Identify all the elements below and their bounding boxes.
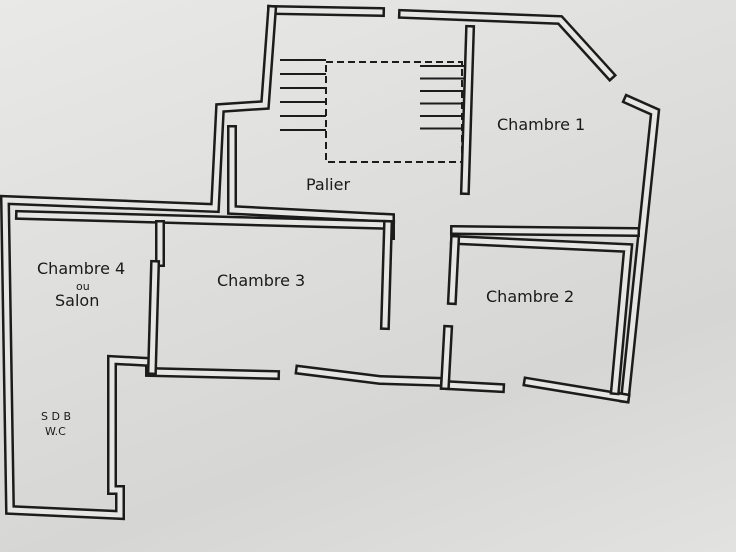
stair-opening: [325, 61, 463, 163]
room-label-chambre2: Chambre 2: [486, 287, 574, 306]
wall-segment: [297, 367, 448, 385]
staircase: [280, 59, 464, 163]
wall-segment: [149, 262, 158, 373]
wall-segment: [382, 222, 391, 328]
walls: [0, 4, 661, 521]
wall-segment: [442, 382, 503, 391]
room-label-wc: W.C: [45, 425, 66, 438]
room-label-palier: Palier: [306, 175, 350, 194]
wall-segment: [525, 379, 628, 401]
room-label-salon: Salon: [55, 291, 99, 310]
wall-segment: [17, 212, 393, 228]
wall-segment: [449, 237, 458, 303]
room-label-chambre1: Chambre 1: [497, 115, 585, 134]
room-label-sdb: S D B: [41, 410, 71, 423]
room-label-chambre3: Chambre 3: [217, 271, 305, 290]
wall-segment: [442, 327, 451, 388]
wall-segment: [462, 27, 473, 193]
wall-segment: [452, 227, 638, 235]
wall-segment: [622, 96, 658, 401]
room-label-ou: ou: [76, 280, 90, 293]
wall-segment: [449, 234, 634, 396]
wall-segment: [400, 11, 614, 79]
wall-segment: [269, 7, 383, 15]
wall-segment: [452, 237, 631, 393]
room-label-chambre4: Chambre 4: [37, 259, 125, 278]
